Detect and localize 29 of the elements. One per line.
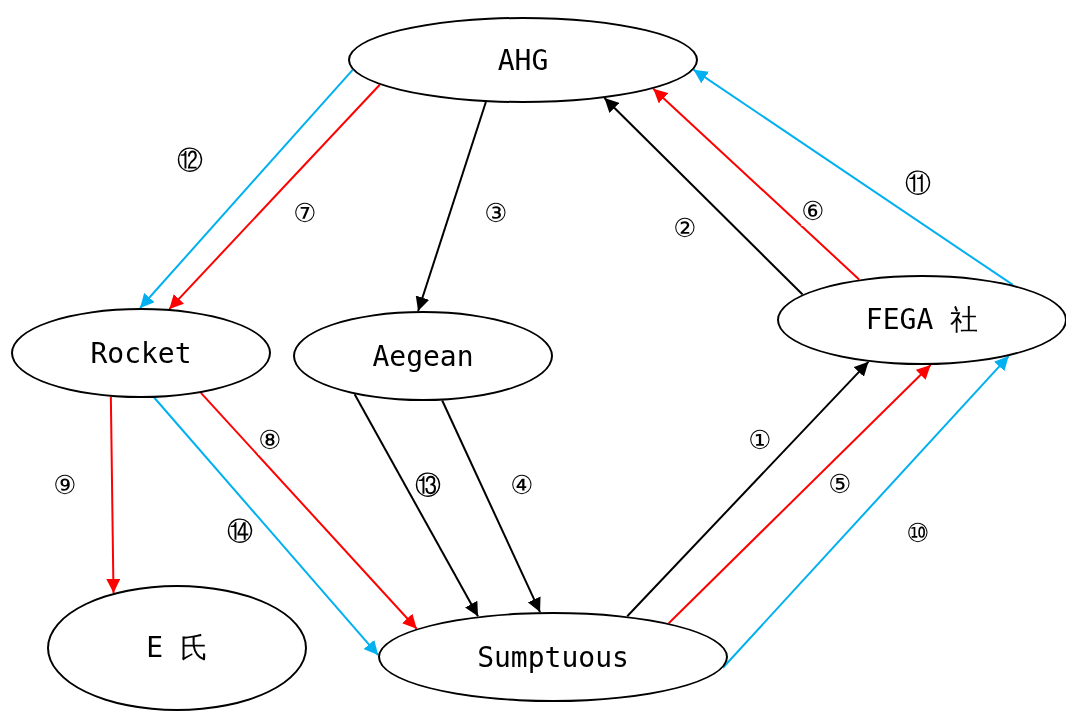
edge-label: ⑬ (415, 470, 441, 500)
arrow (353, 393, 479, 618)
entity-ellipse (777, 275, 1066, 365)
entity-ellipse (378, 612, 728, 702)
entity-ellipse (293, 311, 553, 401)
arrow (415, 101, 487, 313)
arrow (441, 399, 542, 614)
arrow (692, 68, 1014, 286)
node-label: AHG (497, 43, 549, 77)
edge-label: ⑫ (177, 145, 203, 175)
arrow (168, 83, 381, 311)
arrow (139, 68, 354, 309)
arrow (603, 97, 804, 296)
node-label: E 氏 (146, 630, 208, 666)
edge-label: ⑪ (905, 168, 931, 198)
node-label: Aegean (372, 339, 474, 373)
entity-ellipse (348, 17, 698, 103)
arrow (626, 360, 870, 618)
arrow (199, 391, 418, 630)
arrow (106, 395, 121, 595)
arrow (667, 363, 932, 625)
entity-ellipse (11, 308, 271, 398)
arrow (153, 396, 380, 657)
node-label: Rocket (90, 336, 192, 370)
node-label: Sumptuous (477, 640, 629, 674)
entity-ellipse (47, 585, 307, 711)
edge-label: ⑭ (227, 516, 253, 546)
node-label: FEGA 社 (865, 302, 979, 338)
arrow (652, 87, 861, 281)
